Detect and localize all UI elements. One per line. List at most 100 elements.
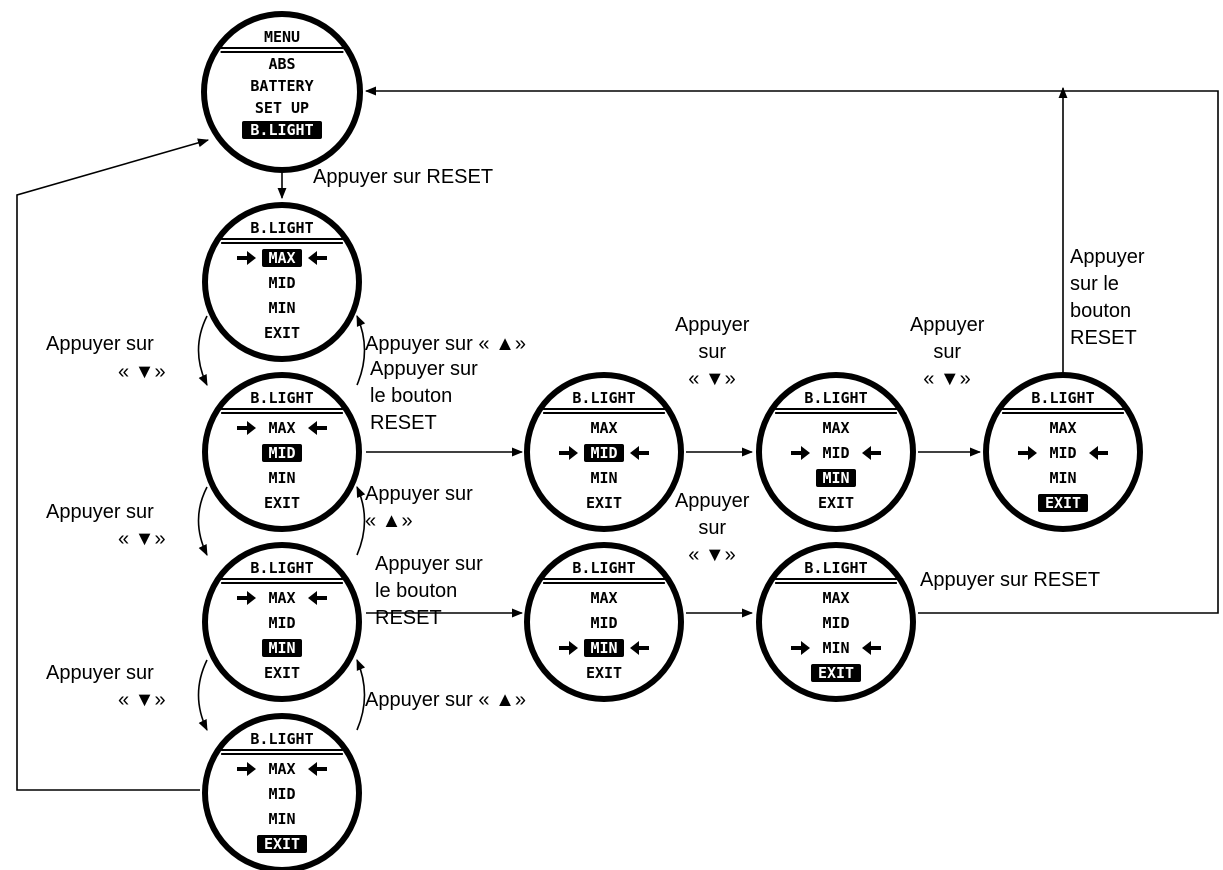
- pointer-left-icon: [862, 641, 881, 655]
- screen-r1-mid: B.LIGHT MAX MID MIN EXIT: [524, 372, 684, 532]
- label-reset-top: Appuyer sur RESET: [313, 166, 493, 188]
- pointer-left-icon: [630, 641, 649, 655]
- menu-item-max: MAX: [268, 419, 295, 437]
- menu-item-blight: B.LIGHT: [250, 121, 313, 139]
- screen-title: B.LIGHT: [250, 219, 313, 237]
- menu-item-battery: BATTERY: [250, 77, 313, 95]
- pointer-right-icon: [237, 591, 256, 605]
- menu-item-max: MAX: [268, 589, 295, 607]
- pointer-left-icon: [308, 421, 327, 435]
- menu-item-min: MIN: [268, 299, 295, 317]
- pointer-right-icon: [1018, 446, 1037, 460]
- arrow-down-min-to-exit: [197, 659, 208, 732]
- menu-item-min: MIN: [268, 469, 295, 487]
- pointer-right-icon: [791, 446, 810, 460]
- menu-item-mid: MID: [590, 614, 617, 632]
- label-reset-row2: Appuyer sur RESET: [920, 569, 1100, 591]
- selection-highlight: [262, 639, 302, 657]
- pointer-right-icon: [237, 762, 256, 776]
- menu-item-min: MIN: [590, 639, 617, 657]
- selection-highlight: [584, 444, 624, 462]
- label-reset-min: Appuyer sur le bouton RESET: [375, 553, 488, 629]
- label-up-3: Appuyer sur « ▲»: [365, 689, 526, 711]
- menu-item-exit: EXIT: [818, 664, 854, 682]
- label-down-3: Appuyer sur « ▼»: [46, 662, 166, 711]
- screen-title: B.LIGHT: [572, 389, 635, 407]
- screen-title: B.LIGHT: [572, 559, 635, 577]
- menu-item-max: MAX: [822, 419, 849, 437]
- menu-item-exit: EXIT: [264, 835, 300, 853]
- menu-item-max: MAX: [268, 249, 295, 267]
- menu-item-min: MIN: [590, 469, 617, 487]
- screen-r2-exit: B.LIGHT MAX MID MIN EXIT: [756, 542, 916, 702]
- label-up-2: Appuyer sur « ▲»: [365, 483, 478, 532]
- menu-item-max: MAX: [1049, 419, 1076, 437]
- menu-item-mid: MID: [268, 785, 295, 803]
- label-reset-right: Appuyer sur le bouton RESET: [1070, 246, 1150, 349]
- menu-item-exit: EXIT: [586, 664, 622, 682]
- pointer-left-icon: [308, 762, 327, 776]
- screen-bl-exit: B.LIGHT MAX MID MIN EXIT: [202, 713, 362, 870]
- menu-item-exit: EXIT: [264, 494, 300, 512]
- arrow-exit-to-menu: [16, 138, 210, 791]
- pointer-left-icon: [862, 446, 881, 460]
- screen-title: B.LIGHT: [804, 559, 867, 577]
- menu-item-mid: MID: [268, 274, 295, 292]
- menu-item-max: MAX: [590, 419, 617, 437]
- selection-highlight: [811, 664, 861, 682]
- label-down-1: Appuyer sur « ▼»: [46, 333, 166, 383]
- screen-r2-min: B.LIGHT MAX MID MIN EXIT: [524, 542, 684, 702]
- pointer-right-icon: [237, 421, 256, 435]
- label-down-row1-a: Appuyer sur « ▼»: [675, 314, 755, 390]
- screens: MENU ABS BATTERY SET UP B.LIGHT B.LIGHT MAX MID…: [201, 11, 1143, 870]
- selection-highlight: [257, 835, 307, 853]
- screen-title: B.LIGHT: [250, 559, 313, 577]
- menu-item-exit: EXIT: [1045, 494, 1081, 512]
- arrow-down-max-to-mid: [197, 315, 208, 387]
- arrow-down-mid-to-min: [197, 486, 208, 557]
- menu-item-min: MIN: [822, 469, 849, 487]
- arrow-up-min-to-mid: [356, 485, 366, 556]
- menu-item-min: MIN: [268, 810, 295, 828]
- screen-title: B.LIGHT: [250, 730, 313, 748]
- label-down-2: Appuyer sur « ▼»: [46, 501, 166, 550]
- label-up-1: Appuyer sur « ▲»: [365, 333, 526, 355]
- screen-title: B.LIGHT: [804, 389, 867, 407]
- arrow-up-mid-to-max: [356, 314, 366, 386]
- pointer-left-icon: [308, 251, 327, 265]
- pointer-left-icon: [1089, 446, 1108, 460]
- screen-menu: MENU ABS BATTERY SET UP B.LIGHT: [201, 11, 363, 173]
- menu-item-mid: MID: [268, 444, 295, 462]
- selection-highlight: [584, 639, 624, 657]
- screen-title: B.LIGHT: [1031, 389, 1094, 407]
- label-down-row2: Appuyer sur « ▼»: [675, 490, 755, 566]
- menu-item-max: MAX: [822, 589, 849, 607]
- menu-item-mid: MID: [1049, 444, 1076, 462]
- selection-highlight: [1038, 494, 1088, 512]
- pointer-left-icon: [630, 446, 649, 460]
- menu-item-abs: ABS: [268, 55, 295, 73]
- pointer-right-icon: [559, 446, 578, 460]
- pointer-left-icon: [308, 591, 327, 605]
- screen-title: MENU: [264, 28, 300, 46]
- arrow-up-exit-to-min: [356, 658, 366, 731]
- arrow-row2-exit-to-menu: [364, 86, 1219, 614]
- menu-item-setup: SET UP: [255, 99, 309, 117]
- pointer-right-icon: [559, 641, 578, 655]
- menu-item-exit: EXIT: [264, 664, 300, 682]
- label-reset-mid: Appuyer sur le bouton RESET: [370, 358, 483, 434]
- pointer-right-icon: [791, 641, 810, 655]
- selection-highlight: [262, 249, 302, 267]
- pointer-right-icon: [237, 251, 256, 265]
- menu-item-max: MAX: [268, 760, 295, 778]
- menu-item-exit: EXIT: [818, 494, 854, 512]
- menu-item-mid: MID: [822, 614, 849, 632]
- menu-item-exit: EXIT: [586, 494, 622, 512]
- menu-item-min: MIN: [822, 639, 849, 657]
- menu-item-max: MAX: [590, 589, 617, 607]
- menu-item-mid: MID: [590, 444, 617, 462]
